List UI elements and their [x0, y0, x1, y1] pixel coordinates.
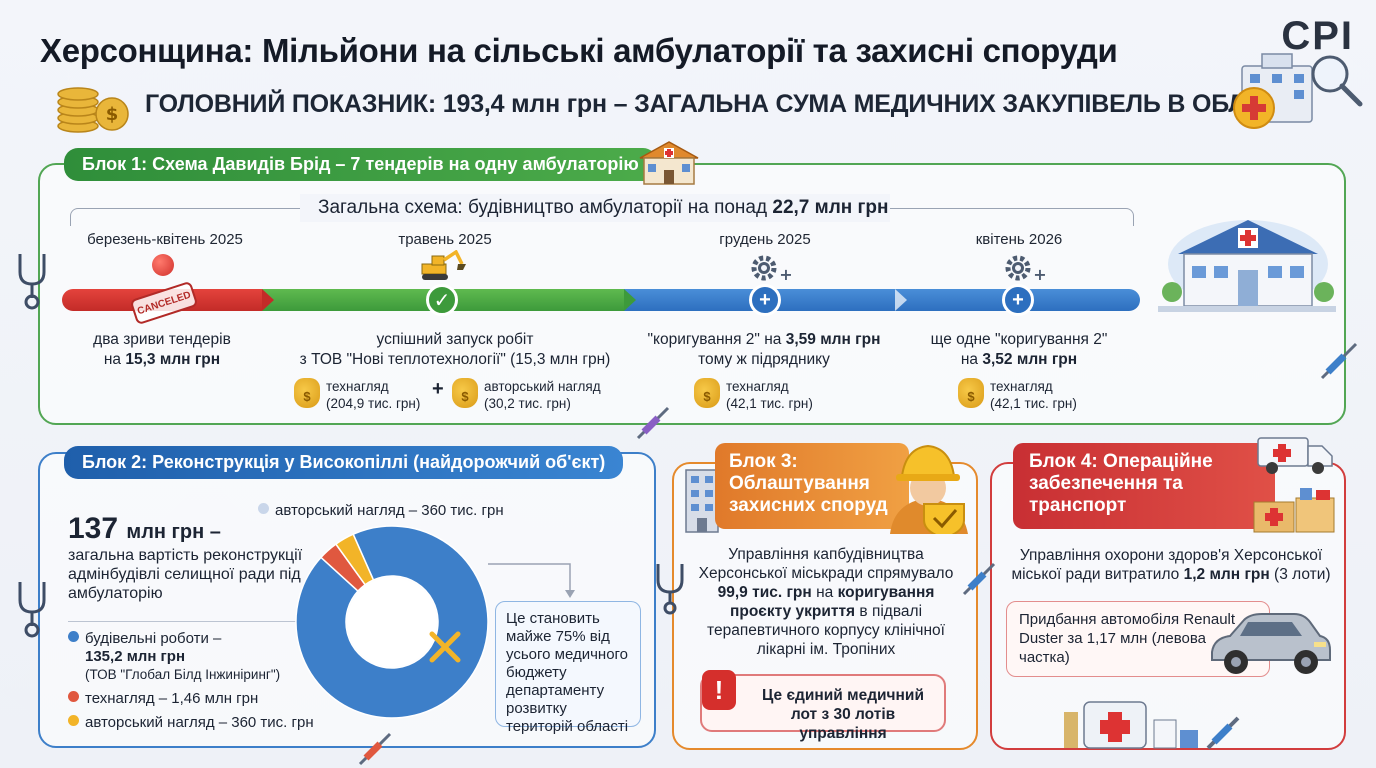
headline: ГОЛОВНИЙ ПОКАЗНИК: 193,4 млн грн – ЗАГАЛ… — [145, 90, 1302, 119]
block2-description: загальна вартість реконструкції адмінбуд… — [68, 547, 303, 602]
legend-item: авторський нагляд – 360 тис. грн — [68, 714, 314, 732]
hospital-search-icon — [1226, 52, 1366, 134]
timeline-chevron — [262, 289, 274, 311]
donut-slice-3 — [334, 533, 375, 586]
stage4-caption-line1: ще одне "коригування 2" — [930, 331, 1108, 348]
block3-warning: ! Це єдиний медичний лот з 30 лотів упра… — [700, 670, 946, 742]
ambulance-icon — [1256, 434, 1334, 476]
stage3-fee1: технагляд(42,1 тис. грн) — [726, 379, 813, 411]
stage4-date: квітень 2026 — [975, 231, 1063, 248]
stage4-caption-line2: на 3,52 млн грн — [960, 351, 1078, 368]
money-bag-icon: $ — [958, 378, 984, 408]
syringe-icon — [636, 404, 672, 440]
scheme-text: Загальна схема: будівництво амбулаторії … — [318, 197, 768, 218]
cpi-logo: CPI — [1281, 14, 1354, 58]
scheme-label-bg — [300, 194, 890, 222]
medical-boxes-icon — [1252, 486, 1336, 534]
syringe-icon — [1320, 340, 1360, 380]
stage3-date: грудень 2025 — [719, 231, 811, 248]
stethoscope-icon — [12, 250, 52, 310]
stage3-caption-line1: "коригування 2" на 3,59 млн грн — [647, 331, 881, 348]
block2-total-number: 137 — [68, 512, 119, 545]
stage3-caption: "коригування 2" на 3,59 млн грн тому ж п… — [636, 330, 892, 370]
block2-total-unit: млн грн – — [126, 521, 221, 543]
stage3-caption-line2: тому ж підряднику — [698, 351, 830, 368]
car-icon — [1204, 608, 1334, 678]
svg-text:+: + — [1033, 265, 1046, 284]
stethoscope-icon — [652, 560, 688, 616]
donut-hole — [347, 577, 437, 667]
block3-warning-text: Це єдиний медичний лот з 30 лотів управл… — [762, 687, 924, 742]
block4-text: Управління охорони здоров'я Херсонської … — [1011, 547, 1331, 583]
first-aid-kit-icon — [1064, 690, 1204, 750]
plus-sign: + — [432, 378, 444, 400]
block2-divider — [68, 621, 312, 622]
block3-text: Управління капбудівництва Херсонської мі… — [698, 546, 954, 658]
page-title: Херсонщина: Мільйони на сільські амбулат… — [40, 32, 1118, 69]
block3-tag: Блок 3: Облаштування захисних споруд — [715, 443, 909, 529]
svg-text:+: + — [779, 265, 792, 284]
stage2-caption-line2: з ТОВ "Нові теплотехнології" (15,3 млн г… — [299, 351, 611, 368]
tools-icon — [429, 631, 461, 663]
syringe-icon — [1204, 712, 1244, 752]
money-bag-icon: $ — [294, 378, 320, 408]
stage1-caption-line1: два зриви тендерів — [93, 331, 231, 348]
stage1-caption: два зриви тендерів на 15,3 млн грн — [62, 330, 262, 370]
headline-label: ГОЛОВНИЙ ПОКАЗНИК: — [145, 90, 437, 118]
block2-total: 137 млн грн – — [68, 512, 221, 546]
money-bag-icon: $ — [694, 378, 720, 408]
gear-plus-icon: + — [748, 252, 794, 284]
arrow-connector — [488, 560, 578, 600]
syringe-icon — [962, 560, 998, 596]
syringe-icon — [358, 730, 394, 766]
gear-plus-icon-2: + — [1002, 252, 1048, 284]
donut-top-label: авторський нагляд – 360 тис. грн — [258, 502, 504, 519]
timeline-chevron — [895, 289, 907, 311]
block1-tag: Блок 1: Схема Давидів Брід – 7 тендерів … — [64, 148, 657, 181]
legend-item: будівельні роботи – 135,2 млн грн (ТОВ "… — [68, 630, 280, 684]
money-bag-icon: $ — [452, 378, 478, 408]
excavator-icon — [420, 249, 466, 282]
scheme-amount: 22,7 млн грн — [772, 197, 889, 218]
svg-text:$: $ — [106, 104, 119, 125]
timeline-bar-blue — [624, 289, 1140, 311]
plus-circle-icon-2: + — [1002, 284, 1034, 316]
legend-item: технагляд – 1,46 млн грн — [68, 690, 258, 708]
block2-tag: Блок 2: Реконструкція у Високопіллі (най… — [64, 446, 624, 479]
timeline-chevron — [624, 289, 636, 311]
stage2-fee1: технагляд(204,9 тис. грн) — [326, 379, 421, 411]
stage4-fee1: технагляд(42,1 тис. грн) — [990, 379, 1077, 411]
stethoscope-icon — [12, 578, 52, 638]
donut-slice-1 — [295, 525, 489, 719]
warning-icon: ! — [702, 670, 736, 710]
stage2-date: травень 2025 — [398, 231, 492, 248]
block4-tag: Блок 4: Операційне забезпечення та транс… — [1013, 443, 1275, 529]
clinic-small-icon — [636, 140, 702, 186]
stage2-caption: успішний запуск робіт з ТОВ "Нові теплот… — [290, 330, 620, 370]
check-icon: ✓ — [426, 284, 458, 316]
block2-note: Це становить майже 75% від усього медичн… — [495, 601, 641, 735]
plus-circle-icon: + — [749, 284, 781, 316]
cancel-marker-icon — [152, 254, 174, 276]
stage4-caption: ще одне "коригування 2" на 3,52 млн грн — [912, 330, 1126, 370]
donut-chart — [295, 525, 489, 719]
stage1-date: березень-квітень 2025 — [87, 231, 243, 248]
headline-rest: – ЗАГАЛЬНА СУМА МЕДИЧНИХ ЗАКУПІВЕЛЬ В ОБ… — [613, 90, 1303, 118]
coins-icon: $ — [52, 80, 132, 136]
stage2-fee2: авторський нагляд(30,2 тис. грн) — [484, 379, 601, 411]
headline-amount: 193,4 млн грн — [442, 90, 607, 118]
stage1-caption-line2: на 15,3 млн грн — [103, 351, 221, 368]
worker-helmet-icon — [884, 438, 974, 540]
stage2-caption-line1: успішний запуск робіт — [376, 331, 534, 348]
scheme-label: Загальна схема: будівництво амбулаторії … — [318, 197, 889, 219]
office-building-icon — [682, 466, 722, 536]
clinic-building-icon — [1158, 210, 1336, 320]
